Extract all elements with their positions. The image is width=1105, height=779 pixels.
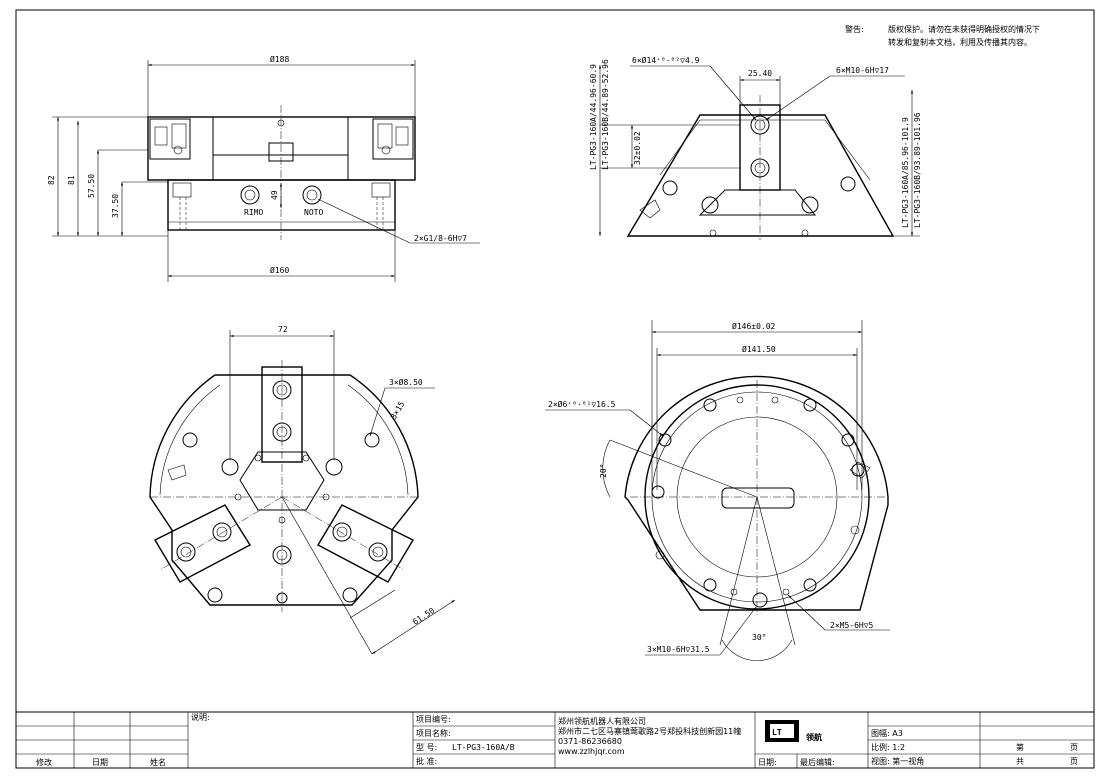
dim-20-deg: 20° <box>599 464 608 478</box>
company-phone: 0371-86236680 <box>558 737 622 746</box>
title-block: 修改 日期 姓名 说明: 项目编号: 项目名称: 型 号: LT-PG3-160… <box>15 711 1095 769</box>
warning-note: 警告: 版权保护。请勿在未获得明确授权的情况下 转发和复制本文档，利用及传播其内… <box>845 24 1040 47</box>
last-edit-label: 最后编辑: <box>800 757 835 767</box>
pin-note: 2×Ø6⁺⁰·⁰¹▽16.5 <box>548 399 616 409</box>
dim-141-50: Ø141.50 <box>742 344 776 354</box>
date-label: 日期: <box>758 758 777 767</box>
dim-61-50: 61.50 <box>411 606 436 627</box>
dim-37-50: 37.50 <box>111 194 120 218</box>
model-value: LT-PG3-160A/B <box>452 743 515 752</box>
top-view: 72 3×Ø8.50 3×15 61.50 <box>149 325 456 655</box>
warning-label: 警告: <box>845 24 864 34</box>
total-label: 共 <box>1016 757 1024 766</box>
warning-line-1: 版权保护。请勿在未获得明确授权的情况下 <box>888 24 1040 34</box>
sheet-border <box>15 9 1095 769</box>
company-address: 郑州市二七区马寨镇莺歌路2号郑投科技创新园11幢 <box>558 726 741 736</box>
model-label: 型 号: <box>416 743 437 752</box>
side-thread-note: 6×M10-6H▽17 <box>836 66 889 75</box>
approve-label: 批 准: <box>416 756 437 766</box>
dim-57-50: 57.50 <box>87 174 96 198</box>
port-a-label: RIMO <box>244 208 263 217</box>
dim-188: Ø188 <box>270 54 289 64</box>
dim-160: Ø160 <box>270 265 289 275</box>
project-name-label: 项目名称: <box>416 728 451 738</box>
warning-line-2: 转发和复制本文档，利用及传播其内容。 <box>888 37 1032 47</box>
company-web: www.zzlhjqr.com <box>558 747 625 756</box>
port-b-label: NOTO <box>304 208 323 217</box>
project-no-label: 项目编号: <box>416 714 451 724</box>
total-unit: 页 <box>1070 757 1078 766</box>
view-angle: 视图: 第一视角 <box>871 756 924 766</box>
side-view: 6×Ø14⁺⁰·⁰²▽4.9 25.40 6×M10-6H▽17 LT-PG3-… <box>589 55 922 240</box>
side-hole-note: 6×Ø14⁺⁰·⁰²▽4.9 <box>632 55 700 65</box>
m5-note: 2×M5-6H▽5 <box>830 621 874 630</box>
jaw-stroke-b-left: LT-PG3-160B/44.89-52.96 <box>601 59 610 170</box>
dim-25-40: 25.40 <box>748 69 772 78</box>
rev-col-modify: 修改 <box>36 757 52 767</box>
dim-146: Ø146±0.02 <box>732 321 776 331</box>
dim-72: 72 <box>278 325 288 334</box>
dim-82: 82 <box>47 175 56 185</box>
dim-81: 81 <box>67 175 76 185</box>
page-unit: 页 <box>1070 743 1078 752</box>
top-hole-note: 3×Ø8.50 <box>389 377 423 387</box>
notes-label: 说明: <box>191 712 210 722</box>
front-view: RIMO NOTO Ø188 Ø160 82 81 57.50 37.50 49… <box>47 54 480 282</box>
jaw-stroke-a-left: LT-PG3-160A/44.96-60.9 <box>589 64 598 170</box>
rev-col-date: 日期 <box>92 758 108 767</box>
dim-3x15: 3×15 <box>389 400 407 421</box>
rev-col-name: 姓名 <box>150 757 166 767</box>
jaw-stroke-b-right: LT-PG3-160B/93.89-101.96 <box>913 112 922 228</box>
scale: 比例: 1:2 <box>871 742 905 752</box>
logo-mark: LT <box>772 728 782 737</box>
page-label: 第 <box>1016 742 1024 752</box>
jaw-stroke-a-right: LT-PG3-160A/85.96-101.9 <box>901 117 910 228</box>
dim-30-deg: 30° <box>752 633 766 642</box>
logo-text: 领航 <box>806 732 822 742</box>
dim-49: 49 <box>270 190 279 200</box>
m10-note: 3×M10-6H▽31.5 <box>647 645 710 654</box>
dim-32: 32±0.02 <box>633 131 642 165</box>
port-note: 2×G1/8-6H▽7 <box>414 234 467 243</box>
company-logo: LT 领航 <box>765 720 822 742</box>
bottom-view: Ø146±0.02 Ø141.50 2×Ø6⁺⁰·⁰¹▽16.5 20° 30°… <box>545 320 890 661</box>
company-name: 郑州领航机器人有限公司 <box>558 716 646 726</box>
sheet-size: 图幅: A3 <box>871 728 903 738</box>
